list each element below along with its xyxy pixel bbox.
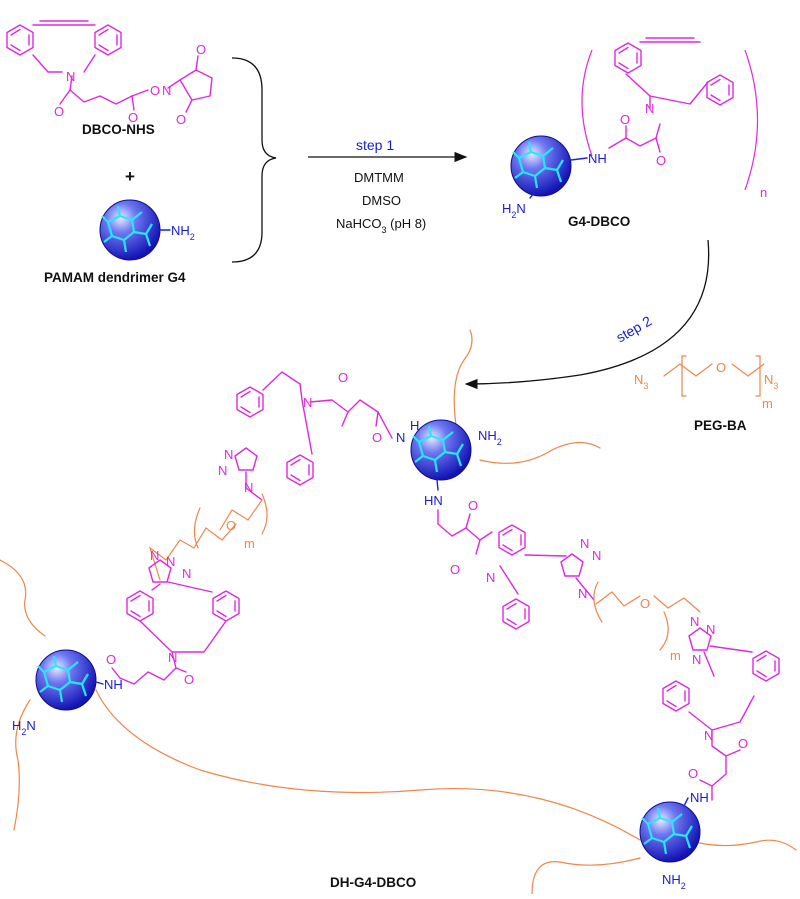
label-peg-ba: PEG-BA [694,418,747,433]
product-sphere-left [34,648,98,712]
dbco-nhs-structure [6,20,213,113]
amide-h: H [410,418,419,433]
atom-o: O [128,110,138,125]
atom-n: N [166,554,175,569]
step2-label: step 2 [613,312,654,345]
atom-n: N [578,586,587,601]
amide-nh: NH [104,677,123,692]
label-dbco-nhs: DBCO-NHS [82,122,155,137]
atom-n: N [66,69,75,84]
atom-o: O [738,736,748,751]
atom-o: O [640,596,650,611]
label-pamam: PAMAM dendrimer G4 [44,270,186,285]
atom-n: N [218,463,227,478]
repeat-n: n [760,185,767,200]
atom-o: O [338,370,348,385]
atom-n: N [162,83,171,98]
atom-o: O [450,562,460,577]
triazole-arm-right [662,627,780,801]
condition-dmso: DMSO [362,193,401,208]
atom-n: N [704,728,713,743]
atom-n: N [150,548,159,563]
atom-n: N [168,650,177,665]
atom-n: N [244,480,253,495]
atom-o: O [226,518,236,533]
product-sphere-top [409,418,473,482]
amine-nh2: NH2 [662,872,686,891]
atom-o: O [106,652,116,667]
peg-ba-structure [663,355,765,397]
atom-o: O [176,112,186,127]
atom-n: N [224,447,233,462]
atom-n: N [690,614,699,629]
plus-sign: + [125,167,135,186]
condition-nahco3: NaHCO3 (pH 8) [336,216,426,235]
atom-o: O [150,83,160,98]
atom-o: O [688,766,698,781]
azide-right: N3 [764,372,778,391]
triazole-arm-middle [437,509,595,630]
atom-n: N [692,652,701,667]
peg-linker-middle [593,581,701,651]
product-sphere-right [638,800,702,864]
atom-o: O [716,360,726,375]
amine-nh2: NH2 [171,223,195,242]
peg-linker-top [148,493,268,581]
g4-sphere [509,134,573,198]
condition-dmtmm: DMTMM [354,170,404,185]
g4-dbco-arm [608,37,734,153]
atom-o: O [468,498,478,513]
peg-chains [0,329,797,895]
atom-o: O [196,42,206,57]
amide-nh: NH [690,790,709,805]
step2-arrow [464,239,710,390]
repeat-m: m [670,648,681,663]
atom-n: N [486,570,495,585]
triazole-arm-left [111,559,240,685]
atom-n: N [303,395,312,410]
atom-o: O [54,104,64,119]
amide-n: N [396,430,405,445]
atom-n: N [592,548,601,563]
amide-nh: NH [588,151,607,166]
pamam-sphere [98,198,162,262]
atom-n: N [580,536,589,551]
amine-nh2: NH2 [478,428,502,447]
reagents-bracket [231,57,277,263]
atom-o: O [184,672,194,687]
label-g4-dbco: G4-DBCO [568,214,630,229]
label-dh-g4-dbco: DH-G4-DBCO [330,875,416,890]
atom-o: O [620,112,630,127]
atom-o: O [372,430,382,445]
amine-h2n: H2N [502,201,526,220]
amine-h2n: H2N [12,718,36,737]
atom-n: N [182,566,191,581]
atom-o: O [656,153,666,168]
step1-label: step 1 [356,137,394,153]
azide-left: N3 [634,372,648,391]
amide-hn: HN [424,493,443,508]
atom-n: N [645,101,654,116]
repeat-m: m [762,396,773,411]
repeat-m: m [244,536,255,551]
triazole-arm-top [234,371,393,501]
atom-n: N [706,622,715,637]
